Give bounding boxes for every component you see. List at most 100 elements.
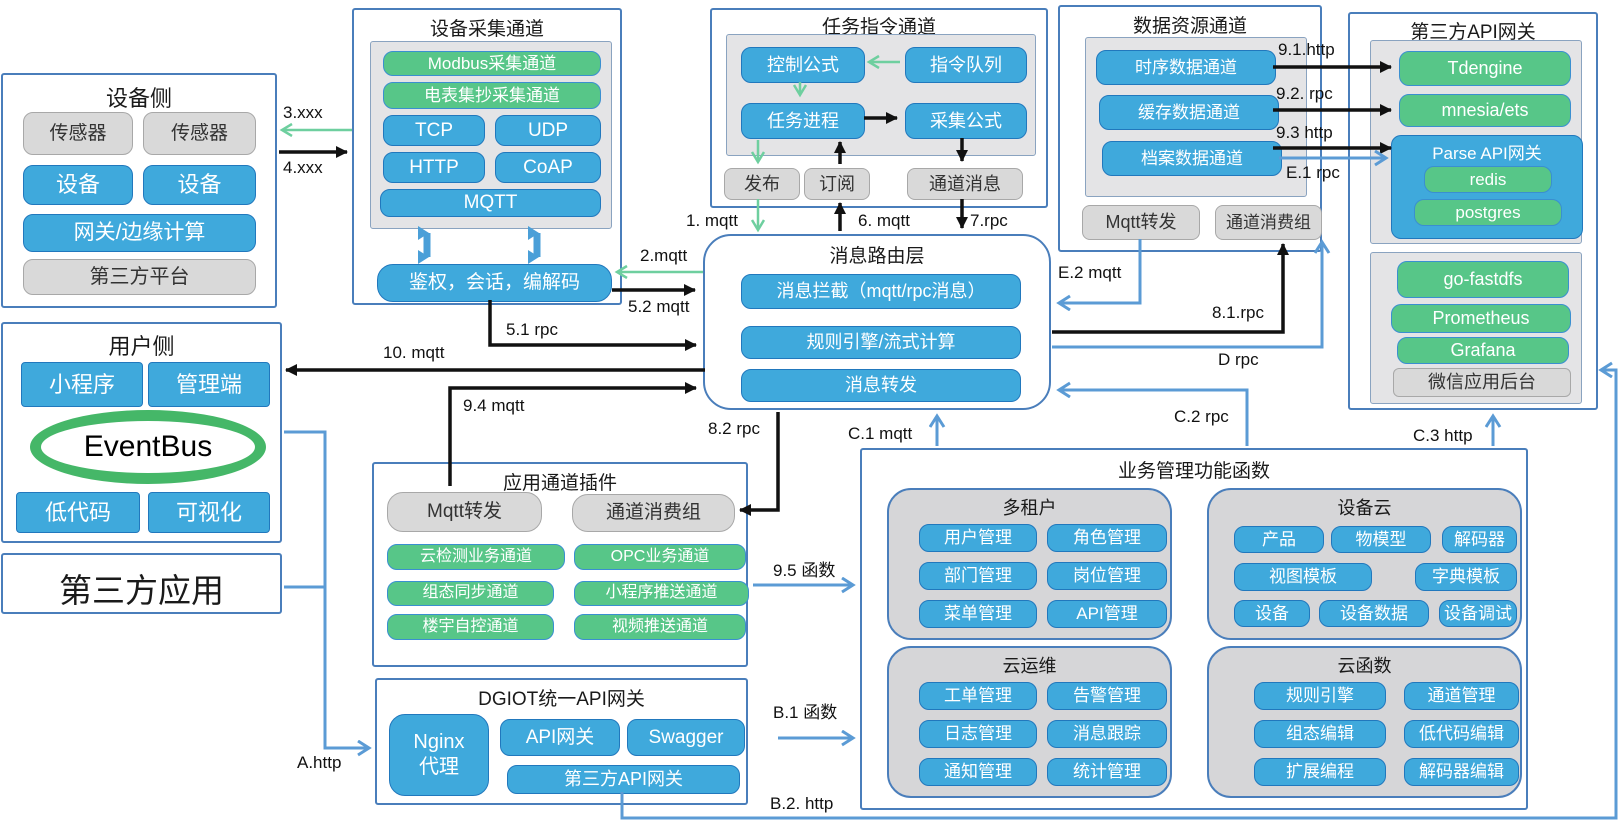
alarm-mgmt-node: 告警管理 [1047,682,1167,710]
label-94-mqtt: 9.4 mqtt [463,396,525,415]
nginx-line2: 代理 [419,756,459,778]
dgiot-api-gateway-title: DGIOT统一API网关 [478,689,645,710]
label-51-rpc: 5.1 rpc [506,320,558,339]
cache-channel-node: 缓存数据通道 [1099,95,1279,130]
channel-message-node: 通道消息 [907,168,1023,200]
tcp-node: TCP [383,115,485,146]
dept-mgmt-node: 部门管理 [919,562,1037,590]
post-mgmt-node: 岗位管理 [1047,562,1167,590]
third-party-platform-node: 第三方平台 [23,259,256,295]
label-3xxx: 3.xxx [283,103,323,122]
label-91-http: 9.1.http [1278,40,1335,59]
device-side-box: 设备侧 传感器 传感器 设备 设备 网关/边缘计算 第三方平台 [1,73,277,308]
dgiot-api-gateway-box: DGIOT统一API网关 Nginx 代理 API网关 Swagger 第三方A… [375,678,748,805]
decoder-node: 解码器 [1442,526,1517,553]
swagger-node: Swagger [627,719,745,756]
label-95-func: 9.5 函数 [773,561,836,580]
view-template-node: 视图模板 [1234,563,1372,591]
miniprogram-push-channel-node: 小程序推送通道 [574,581,749,606]
device-node: 设备 [23,165,133,205]
device-side-title: 设备侧 [105,86,172,111]
label-e2-mqtt: E.2 mqtt [1058,263,1122,282]
multi-tenant-group: 多租户 用户管理 角色管理 部门管理 岗位管理 菜单管理 API管理 [887,488,1172,640]
nginx-proxy-node: Nginx 代理 [389,714,489,796]
building-control-channel-node: 楼宇自控通道 [387,614,554,640]
cloud-function-group: 云函数 规则引擎 通道管理 组态编辑 低代码编辑 扩展编程 解码器编辑 [1207,646,1522,798]
user-side-title: 用户侧 [108,334,175,359]
product-node: 产品 [1234,526,1324,553]
label-4xxx: 4.xxx [283,158,323,177]
device-cloud-group: 设备云 产品 物模型 解码器 视图模板 字典模板 设备 设备数据 设备调试 [1207,488,1522,640]
lowcode-node: 低代码 [16,492,140,533]
storage-panel: Tdengine mnesia/ets Parse API网关 redis po… [1370,40,1583,244]
label-2-mqtt: 2.mqtt [640,246,688,265]
label-b1-func: B.1 函数 [773,703,838,722]
tdengine-node: Tdengine [1399,51,1571,86]
label-92-rpc: 9.2. rpc [1276,84,1333,103]
timeseries-channel-node: 时序数据通道 [1096,50,1276,85]
label-c1-mqtt: C.1 mqtt [848,424,913,443]
multi-tenant-title: 多租户 [1002,498,1057,518]
collect-channel-title: 设备采集通道 [429,19,544,40]
cloud-ops-group: 云运维 工单管理 告警管理 日志管理 消息跟踪 通知管理 统计管理 [887,646,1172,798]
grafana-node: Grafana [1397,337,1569,364]
publish-node: 发布 [724,168,800,200]
parse-api-gateway-label: Parse API网关 [1432,144,1542,163]
archive-channel-node: 档案数据通道 [1102,141,1282,176]
plugin-consumer-group-node: 通道消费组 [572,494,735,532]
arrow-a-http [284,430,368,748]
third-party-app-box: 第三方应用 [1,553,282,614]
nginx-line1: Nginx [413,731,465,753]
rule-engine-node: 规则引擎/流式计算 [741,326,1021,359]
device-debug-node: 设备调试 [1439,600,1517,627]
message-intercept-node: 消息拦截（mqtt/rpc消息） [741,274,1021,309]
third-party-api-gateway-box: 第三方API网关 Tdengine mnesia/ets Parse API网关… [1348,12,1598,410]
third-api-gateway-node: 第三方API网关 [507,765,740,794]
admin-console-node: 管理端 [148,362,270,407]
business-functions-box: 业务管理功能函数 多租户 用户管理 角色管理 部门管理 岗位管理 菜单管理 AP… [860,448,1528,810]
log-mgmt-node: 日志管理 [919,720,1037,748]
message-router-box: 消息路由层 消息拦截（mqtt/rpc消息） 规则引擎/流式计算 消息转发 [703,234,1051,410]
menu-mgmt-node: 菜单管理 [919,600,1037,628]
label-6-mqtt: 6. mqtt [858,211,910,230]
command-queue-node: 指令队列 [905,47,1027,83]
subscribe-node: 订阅 [804,168,870,200]
user-side-box: 用户侧 小程序 管理端 EventBus 低代码 可视化 [1,322,282,543]
gateway-edge-node: 网关/边缘计算 [23,214,256,252]
label-c2-rpc: C.2 rpc [1174,407,1229,426]
modbus-channel-node: Modbus采集通道 [383,51,601,76]
sensor-node: 传感器 [23,112,133,155]
third-party-api-gateway-title: 第三方API网关 [1410,22,1536,43]
device-node: 设备 [143,165,256,205]
mqtt-node: MQTT [380,189,601,217]
redis-node: redis [1424,166,1552,193]
prometheus-node: Prometheus [1391,304,1571,333]
collect-formula-node: 采集公式 [905,103,1027,139]
label-82-rpc: 8.2 rpc [708,419,760,438]
parse-api-gateway-node: Parse API网关 redis postgres [1391,135,1583,239]
cloud-detect-channel-node: 云检测业务通道 [387,544,565,570]
task-command-title: 任务指令通道 [821,17,936,38]
decoder-edit-node: 解码器编辑 [1404,758,1519,786]
device-data-node: 设备数据 [1319,600,1429,627]
third-party-app-title: 第三方应用 [59,572,224,609]
api-gateway-node: API网关 [500,719,620,756]
miniprogram-node: 小程序 [21,362,143,407]
extend-programming-node: 扩展编程 [1254,758,1386,786]
meter-channel-node: 电表集抄采集通道 [383,82,601,109]
eventbus-ring: EventBus [30,410,266,484]
label-93-http: 9.3 http [1276,123,1333,142]
message-forward-node: 消息转发 [741,369,1021,402]
postgres-node: postgres [1414,199,1562,226]
notify-mgmt-node: 通知管理 [919,758,1037,786]
thing-model-node: 物模型 [1331,526,1431,553]
channel-mgmt-node: 通道管理 [1404,682,1519,710]
label-10-mqtt: 10. mqtt [383,343,445,362]
data-resource-title: 数据资源通道 [1132,16,1247,37]
channel-consumer-group-node: 通道消费组 [1215,205,1322,240]
auth-session-codec-node: 鉴权，会话，编解码 [377,264,612,302]
label-a-http: A.http [297,753,342,772]
stats-mgmt-node: 统计管理 [1047,758,1167,786]
user-mgmt-node: 用户管理 [919,524,1037,552]
